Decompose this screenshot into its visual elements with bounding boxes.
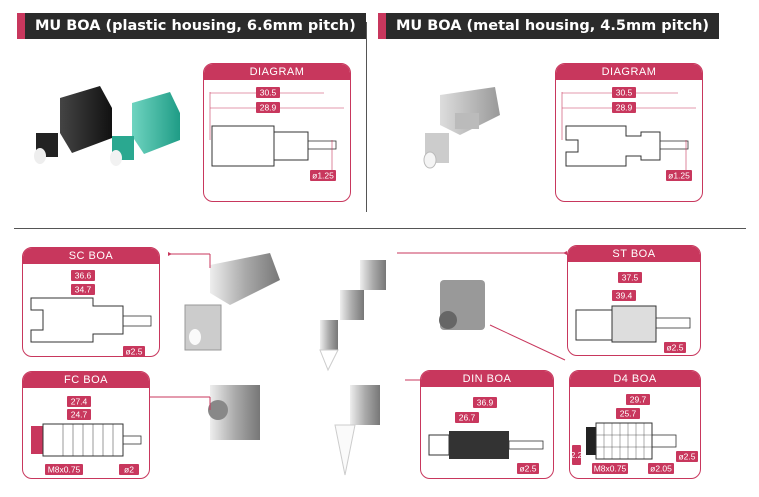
sc-dim-2: 34.7 [75, 285, 92, 295]
header-mu-metal: MU BOA (metal housing, 4.5mm pitch) [378, 13, 720, 39]
st-dim-3: ø2.5 [666, 343, 683, 353]
d4-dim-1: 29.7 [630, 395, 647, 405]
d4-dim-5: ø2.5 [678, 452, 695, 462]
header-mu-plastic-title: MU BOA (plastic housing, 6.6mm pitch) [25, 13, 366, 39]
din-dim-1: 36.9 [477, 398, 494, 408]
st-drawing: 37.5 39.4 ø2.5 [575, 272, 691, 353]
card-sc-boa: SC BOA 36.6 34.7 ø2.5 [22, 247, 160, 357]
fc-dim-1: 27.4 [71, 397, 88, 407]
d4-photo [439, 280, 485, 330]
fc-drawing: 27.4 24.7 M8x0.75 ø2 [31, 396, 142, 475]
mu-plastic-dim-1: 30.5 [260, 88, 277, 98]
card-mu-metal-diagram: DIAGRAM 30.5 28.9 ø1.25 [555, 63, 703, 202]
fc-dim-4: ø2 [124, 465, 134, 475]
card-din-title: DIN BOA [421, 371, 553, 387]
header-mu-plastic: MU BOA (plastic housing, 6.6mm pitch) [17, 13, 366, 39]
horizontal-divider [14, 228, 746, 229]
din-dim-2: 26.7 [459, 413, 476, 423]
fc-dim-2: 24.7 [71, 410, 88, 420]
connectors-photo [184, 253, 386, 476]
mu-plastic-photo [34, 86, 180, 166]
d4-dim-3: M8x0.75 [594, 464, 627, 474]
card-mu-metal-title: DIAGRAM [556, 64, 702, 80]
card-fc-boa: FC BOA 27.4 24.7 M8x0.75 ø2 [22, 371, 150, 479]
card-sc-title: SC BOA [23, 248, 159, 264]
din-drawing: 36.9 26.7 ø2.5 [428, 397, 544, 474]
card-mu-plastic-title: DIAGRAM [204, 64, 350, 80]
mu-plastic-drawing: 30.5 28.9 ø1.25 [209, 87, 344, 181]
mu-metal-dim-3: ø1.25 [668, 171, 690, 181]
sc-dim-3: ø2.5 [125, 347, 142, 357]
card-d4-boa: D4 BOA 29.7 25.7 2.2 M8x0.75 ø2.05 ø2.5 [569, 370, 701, 479]
d4-dim-4: ø2.05 [650, 464, 672, 474]
mu-metal-dim-1: 30.5 [616, 88, 633, 98]
mu-plastic-dim-2: 28.9 [260, 103, 277, 113]
sc-dim-1: 36.6 [75, 271, 92, 281]
st-dim-2: 39.4 [616, 291, 633, 301]
d4-dim-2: 25.7 [620, 409, 637, 419]
mu-metal-photo [423, 87, 500, 169]
card-st-boa: ST BOA 37.5 39.4 ø2.5 [567, 245, 701, 356]
mu-metal-dim-2: 28.9 [616, 103, 633, 113]
card-d4-title: D4 BOA [570, 371, 700, 387]
card-din-boa: DIN BOA 36.9 26.7 ø2.5 [420, 370, 554, 479]
st-dim-1: 37.5 [622, 273, 639, 283]
din-dim-3: ø2.5 [519, 464, 536, 474]
card-mu-plastic-diagram: DIAGRAM 30.5 28.9 ø1.25 [203, 63, 351, 202]
d4-dim-6: 2.2 [571, 450, 583, 460]
card-fc-title: FC BOA [23, 372, 149, 388]
vertical-divider [366, 22, 367, 212]
sc-drawing: 36.6 34.7 ø2.5 [30, 270, 152, 357]
mu-plastic-dim-3: ø1.25 [312, 171, 334, 181]
card-st-title: ST BOA [568, 246, 700, 262]
d4-drawing: 29.7 25.7 2.2 M8x0.75 ø2.05 ø2.5 [571, 394, 698, 474]
header-mu-metal-title: MU BOA (metal housing, 4.5mm pitch) [386, 13, 720, 39]
mu-metal-drawing: 30.5 28.9 ø1.25 [561, 87, 696, 181]
fc-dim-3: M8x0.75 [48, 465, 81, 475]
